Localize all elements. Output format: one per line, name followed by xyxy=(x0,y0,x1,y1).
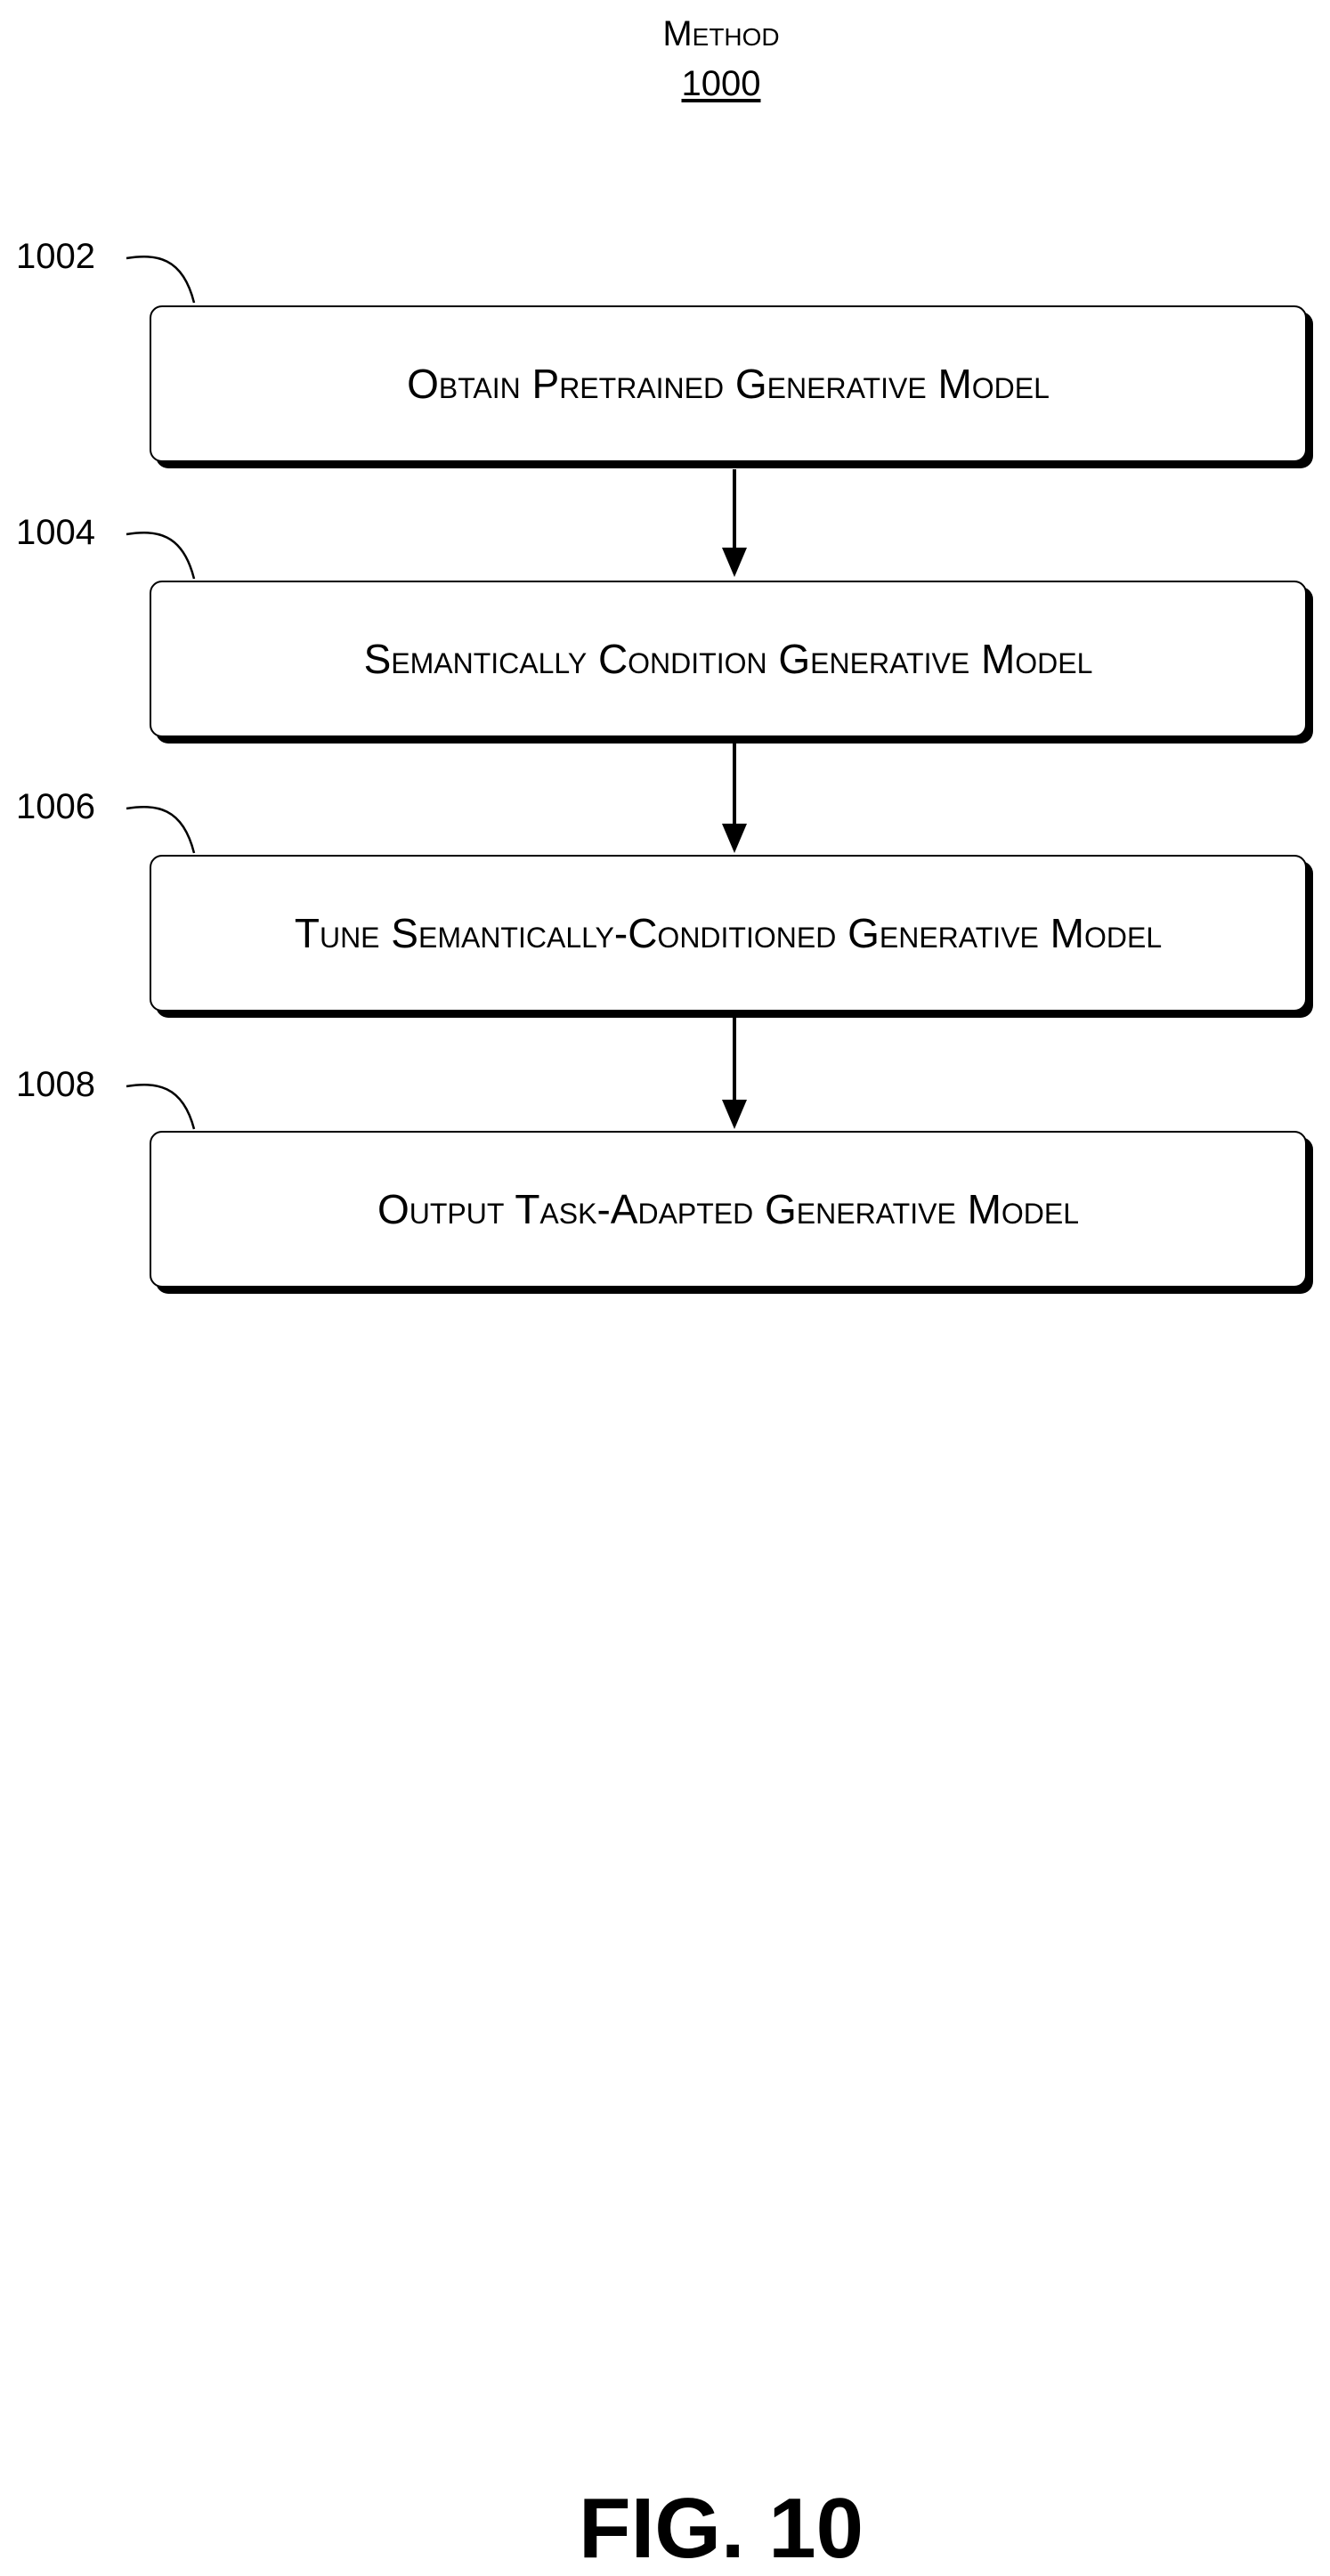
step-ref-1002: 1002 xyxy=(16,237,95,276)
step-box-1008: Output Task-Adapted Generative Model xyxy=(150,1131,1307,1288)
step-label-1002: Obtain Pretrained Generative Model xyxy=(345,356,1112,411)
step-ref-1008: 1008 xyxy=(16,1065,95,1104)
flow-arrow-1 xyxy=(722,469,747,577)
step-ref-1006: 1006 xyxy=(16,787,95,826)
step-label-1006: Tune Semantically-Conditioned Generative… xyxy=(232,906,1224,961)
figure-label: FIG. 10 xyxy=(0,2484,1330,2573)
step-label-1008: Output Task-Adapted Generative Model xyxy=(315,1182,1141,1237)
step-box-1004: Semantically Condition Generative Model xyxy=(150,581,1307,737)
flow-arrow-3 xyxy=(722,1018,747,1129)
flow-arrow-2 xyxy=(722,744,747,853)
step-box-1002: Obtain Pretrained Generative Model xyxy=(150,305,1307,462)
step-ref-1004: 1004 xyxy=(16,513,95,552)
leader-line-1004 xyxy=(126,532,194,579)
leader-line-1006 xyxy=(126,807,194,853)
leader-line-1002 xyxy=(126,256,194,303)
step-box-1006: Tune Semantically-Conditioned Generative… xyxy=(150,855,1307,1012)
step-label-1004: Semantically Condition Generative Model xyxy=(302,631,1156,687)
leader-line-1008 xyxy=(126,1085,194,1129)
